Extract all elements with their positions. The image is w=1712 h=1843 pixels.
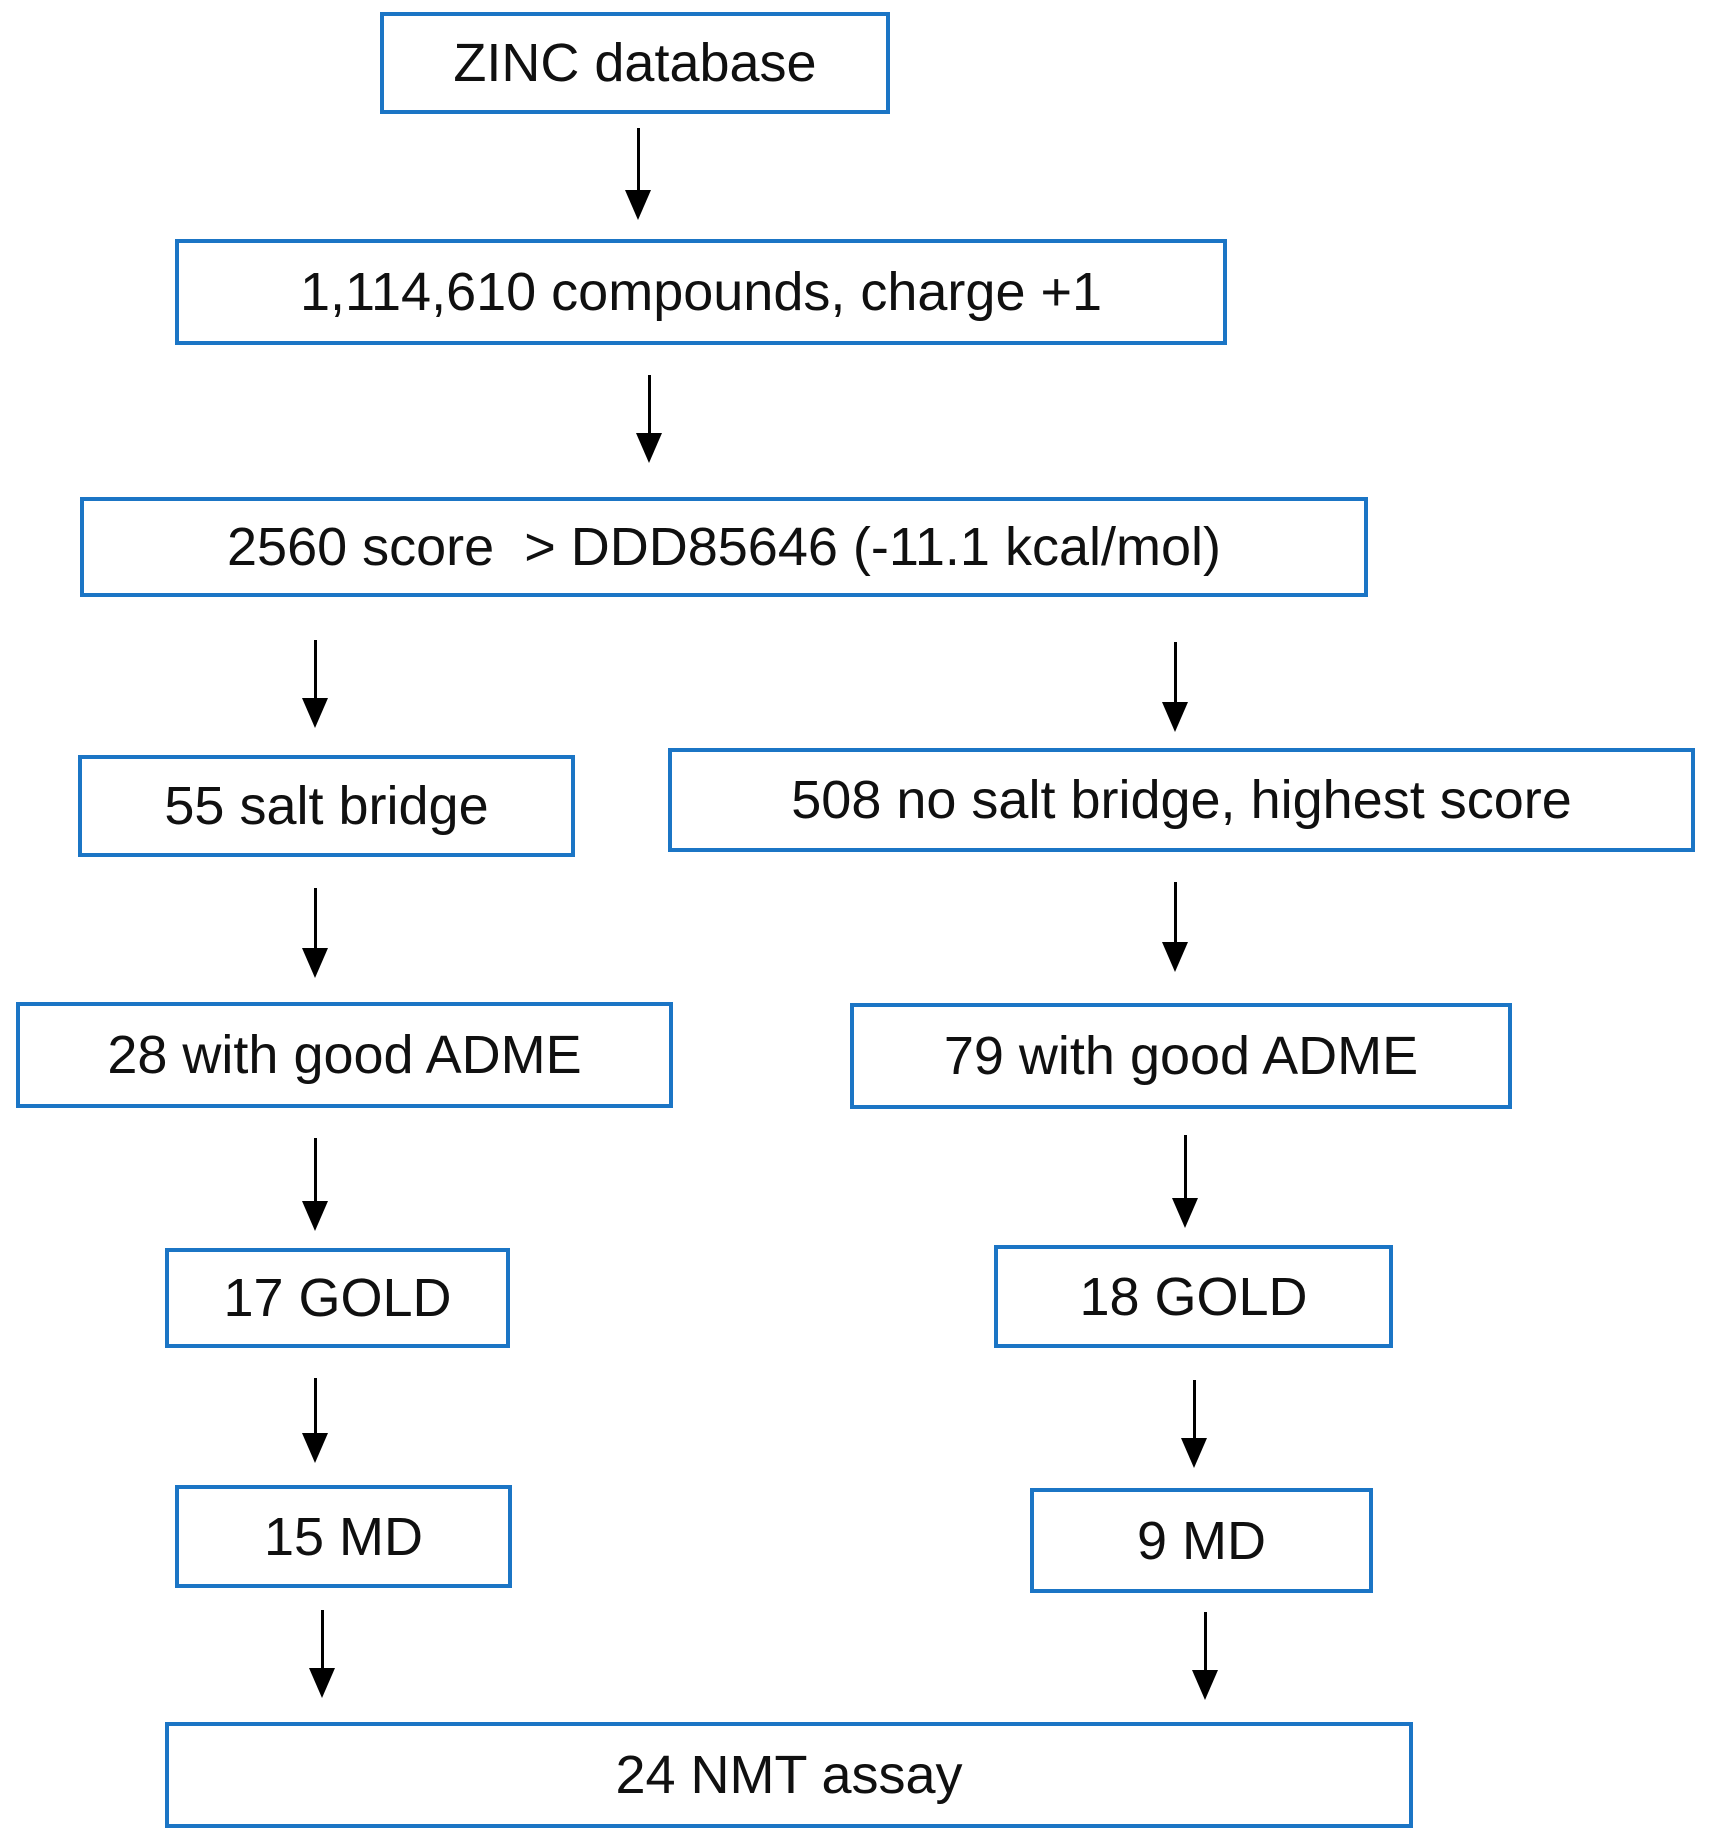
arrow-down-icon — [636, 433, 662, 463]
arrow-shaft — [313, 1378, 317, 1433]
arrow-score-to-no-salt — [1160, 642, 1190, 732]
arrow-md-left-to-nmt — [307, 1610, 337, 1698]
node-score-filter-label: 2560 score > DDD85646 (-11.1 kcal/mol) — [227, 517, 1221, 577]
arrow-adme-to-gold-left — [300, 1138, 330, 1231]
node-compounds: 1,114,610 compounds, charge +1 — [175, 239, 1227, 345]
node-md-right-label: 9 MD — [1136, 1510, 1266, 1571]
node-adme-left-label: 28 with good ADME — [107, 1025, 582, 1085]
arrow-shaft — [636, 128, 640, 190]
node-adme-right: 79 with good ADME — [850, 1003, 1512, 1109]
node-compounds-label: 1,114,610 compounds, charge +1 — [299, 262, 1103, 322]
arrow-down-icon — [1162, 702, 1188, 732]
arrow-shaft — [647, 375, 651, 433]
arrow-down-icon — [625, 190, 651, 220]
arrow-down-icon — [302, 1201, 328, 1231]
node-zinc-database-label: ZINC database — [453, 33, 817, 93]
arrow-down-icon — [302, 948, 328, 978]
arrow-down-icon — [1162, 942, 1188, 972]
arrow-salt-to-adme-left — [300, 888, 330, 978]
node-nmt-assay-label: 24 NMT assay — [615, 1745, 963, 1805]
arrow-adme-to-gold-right — [1170, 1135, 1200, 1228]
node-md-right: 9 MD — [1030, 1488, 1373, 1593]
arrow-md-right-to-nmt — [1190, 1612, 1220, 1700]
arrow-gold-to-md-left — [300, 1378, 330, 1463]
arrow-gold-to-md-right — [1179, 1380, 1209, 1468]
node-no-salt-bridge-label: 508 no salt bridge, highest score — [791, 770, 1572, 830]
node-zinc-database: ZINC database — [380, 12, 890, 114]
node-gold-left: 17 GOLD — [165, 1248, 510, 1348]
node-gold-right: 18 GOLD — [994, 1245, 1393, 1348]
arrow-shaft — [313, 640, 317, 698]
arrow-shaft — [320, 1610, 324, 1668]
arrow-shaft — [1183, 1135, 1187, 1198]
arrow-shaft — [1192, 1380, 1196, 1438]
node-nmt-assay: 24 NMT assay — [165, 1722, 1413, 1828]
arrow-down-icon — [1192, 1670, 1218, 1700]
arrow-compounds-to-score — [634, 375, 664, 463]
node-gold-left-label: 17 GOLD — [223, 1268, 452, 1328]
arrow-down-icon — [302, 1433, 328, 1463]
arrow-shaft — [313, 888, 317, 948]
arrow-shaft — [313, 1138, 317, 1201]
arrow-shaft — [1173, 642, 1177, 702]
arrow-shaft — [1173, 882, 1177, 942]
arrow-zinc-to-compounds — [623, 128, 653, 220]
node-adme-left: 28 with good ADME — [16, 1002, 673, 1108]
arrow-down-icon — [302, 698, 328, 728]
arrow-down-icon — [1172, 1198, 1198, 1228]
node-no-salt-bridge: 508 no salt bridge, highest score — [668, 748, 1695, 852]
node-md-left: 15 MD — [175, 1485, 512, 1588]
arrow-nosalt-to-adme-right — [1160, 882, 1190, 972]
arrow-score-to-salt-bridge — [300, 640, 330, 728]
arrow-down-icon — [309, 1668, 335, 1698]
arrow-shaft — [1203, 1612, 1207, 1670]
node-gold-right-label: 18 GOLD — [1079, 1266, 1308, 1327]
arrow-down-icon — [1181, 1438, 1207, 1468]
node-salt-bridge-label: 55 salt bridge — [164, 776, 489, 836]
node-md-left-label: 15 MD — [263, 1506, 424, 1567]
node-adme-right-label: 79 with good ADME — [943, 1026, 1419, 1086]
node-salt-bridge: 55 salt bridge — [78, 755, 575, 857]
node-score-filter: 2560 score > DDD85646 (-11.1 kcal/mol) — [80, 497, 1368, 597]
